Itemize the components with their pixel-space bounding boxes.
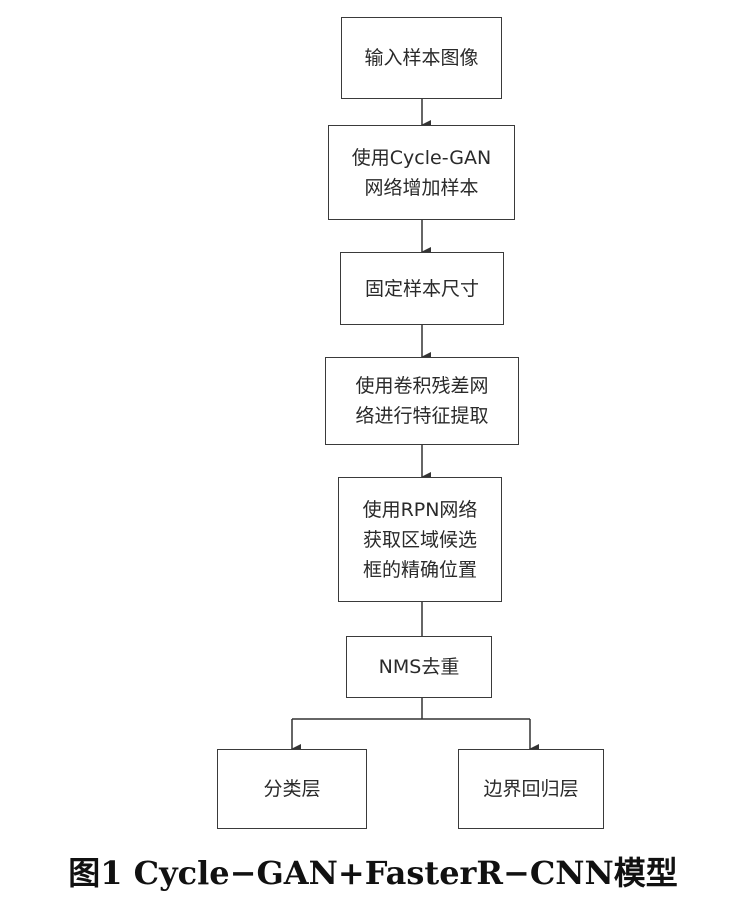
- node-cyclegan-augment: 使用Cycle-GAN 网络增加样本: [328, 125, 515, 220]
- node-input-sample-image: 输入样本图像: [341, 17, 502, 99]
- arrow-nms-split: [292, 698, 530, 720]
- node-rpn-region-proposal: 使用RPN网络 获取区域候选 框的精确位置: [338, 477, 502, 602]
- node-classification-layer: 分类层: [217, 749, 367, 829]
- node-fix-sample-size: 固定样本尺寸: [340, 252, 504, 325]
- figure-caption: 图1 Cycle−GAN+FasterR−CNN模型: [68, 854, 678, 892]
- node-nms-dedup: NMS去重: [346, 636, 492, 698]
- node-resnet-feature-extraction: 使用卷积残差网 络进行特征提取: [325, 357, 519, 445]
- node-bbox-regression-layer: 边界回归层: [458, 749, 604, 829]
